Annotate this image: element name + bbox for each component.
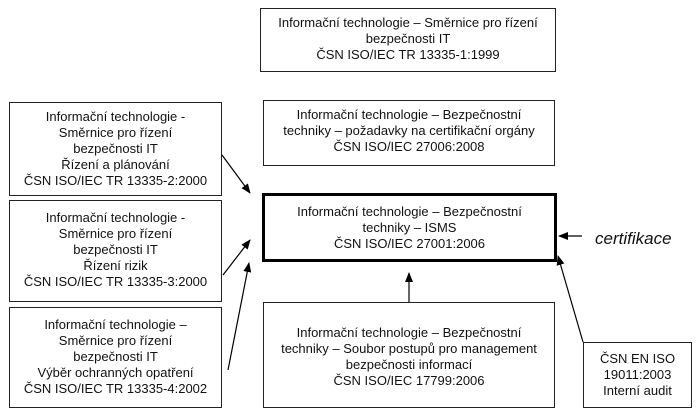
- arrow-left2-to-main: [222, 239, 251, 276]
- box-line: Informační technologie – Směrnice pro ří…: [278, 15, 538, 30]
- box-17799: Informační technologie – Bezpečnostní te…: [263, 302, 555, 408]
- box-line: bezpečnosti IT: [73, 242, 158, 257]
- box-line: ČSN ISO/IEC 17799:2006: [333, 373, 485, 388]
- box-line: Informační technologie – Bezpečnostní: [297, 204, 522, 219]
- box-line: techniky – ISMS: [362, 220, 457, 235]
- box-line: 19011:2003: [603, 367, 672, 382]
- box-line: Řízení rizik: [83, 258, 148, 273]
- box-line: Informační technologie –: [44, 317, 187, 332]
- box-line: bezpečnosti IT: [365, 31, 451, 46]
- box-line: ČSN ISO/IEC 27006:2008: [333, 139, 485, 154]
- box-line: ČSN ISO/IEC 27001:2006: [333, 236, 486, 251]
- box-line: Interní audit: [603, 383, 672, 398]
- box-13335-1: Informační technologie – Směrnice pro ří…: [260, 8, 556, 72]
- box-line: Řízení a plánování: [61, 157, 170, 172]
- box-line: bezpečnosti IT: [73, 141, 158, 156]
- box-13335-2: Informační technologie - Směrnice pro ří…: [9, 102, 222, 196]
- box-line: ČSN ISO/IEC TR 13335-3:2000: [23, 274, 208, 289]
- box-13335-3: Informační technologie - Směrnice pro ří…: [9, 200, 222, 302]
- box-line: techniky – požadavky na certifikační org…: [283, 123, 535, 138]
- box-27001-isms: Informační technologie – Bezpečnostní te…: [262, 193, 557, 262]
- arrow-audit-to-main: [556, 255, 584, 343]
- box-line: Informační technologie – Bezpečnostní: [296, 325, 522, 340]
- box-line: Směrnice pro řízení: [58, 226, 173, 241]
- box-line: Informační technologie -: [45, 210, 186, 225]
- box-line: bezpečnosti IT: [73, 349, 158, 364]
- certification-label: certifikace: [595, 229, 672, 248]
- box-line: Směrnice pro řízení: [58, 125, 173, 140]
- box-line: Informační technologie -: [45, 109, 186, 124]
- box-line: ČSN EN ISO: [599, 351, 676, 366]
- box-line: ČSN ISO/IEC TR 13335-1:1999: [316, 47, 500, 62]
- box-line: Informační technologie – Bezpečnostní: [296, 107, 522, 122]
- box-line: Výběr ochranných opatření: [37, 365, 194, 380]
- box-19011-audit: ČSN EN ISO 19011:2003 Interní audit: [583, 342, 692, 408]
- box-line: bezpečnosti informací: [345, 357, 473, 372]
- arrow-left3-to-main: [227, 262, 252, 371]
- box-27006: Informační technologie – Bezpečnostní te…: [263, 100, 555, 166]
- box-line: techniky – Soubor postupů pro management: [281, 341, 537, 356]
- box-line: ČSN ISO/IEC TR 13335-4:2002: [23, 381, 208, 396]
- box-line: Směrnice pro řízení: [58, 333, 173, 348]
- arrow-left1-to-main: [221, 154, 251, 194]
- box-13335-4: Informační technologie – Směrnice pro ří…: [9, 307, 222, 408]
- box-line: ČSN ISO/IEC TR 13335-2:2000: [23, 173, 208, 188]
